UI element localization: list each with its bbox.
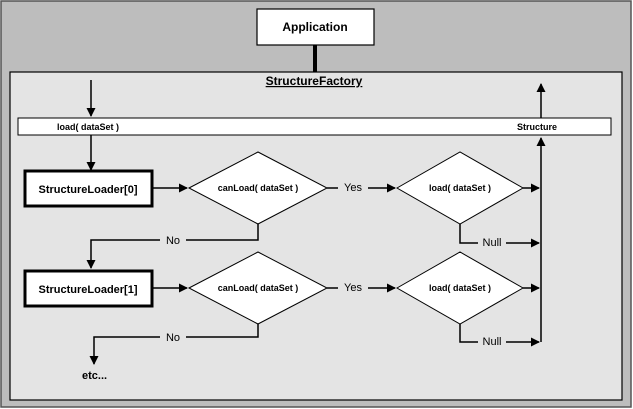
structure-loader-1-label: StructureLoader[1] bbox=[38, 284, 137, 296]
structure-loader-0-label: StructureLoader[0] bbox=[38, 184, 137, 196]
bar-output-label: Structure bbox=[517, 122, 557, 132]
null-1-label: Null bbox=[483, 336, 502, 348]
continuation-label: etc... bbox=[82, 370, 107, 382]
no-0-label-bg bbox=[160, 232, 186, 246]
null-0-label-bg bbox=[478, 235, 506, 249]
bar-input-label: load( dataSet ) bbox=[57, 122, 119, 132]
load-structure-bar bbox=[17, 117, 612, 136]
null-1-label-bg bbox=[478, 334, 506, 348]
yes-1-label-bg bbox=[338, 280, 368, 294]
no-1-label: No bbox=[166, 332, 180, 344]
structure-loader-1-box bbox=[23, 269, 154, 308]
yes-1-label: Yes bbox=[344, 282, 362, 294]
factory-title: StructureFactory bbox=[266, 74, 363, 88]
application-box bbox=[256, 8, 375, 46]
null-1-arrow bbox=[459, 324, 540, 347]
null-0-label: Null bbox=[483, 237, 502, 249]
load-1-label: load( dataSet ) bbox=[429, 283, 491, 293]
can-load-1-label: canLoad( dataSet ) bbox=[218, 283, 299, 293]
no-0-label: No bbox=[166, 235, 180, 247]
no-1-label-bg bbox=[160, 329, 186, 343]
yes-0-label: Yes bbox=[344, 182, 362, 194]
yes-0-label-bg bbox=[338, 180, 368, 194]
null-0-arrow bbox=[459, 224, 540, 248]
load-0-label: load( dataSet ) bbox=[429, 183, 491, 193]
application-label: Application bbox=[282, 20, 347, 34]
can-load-0-label: canLoad( dataSet ) bbox=[218, 183, 299, 193]
